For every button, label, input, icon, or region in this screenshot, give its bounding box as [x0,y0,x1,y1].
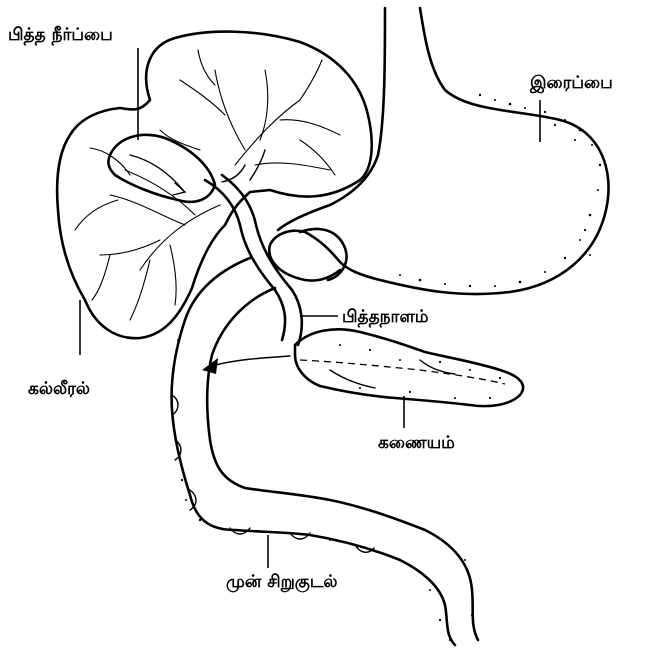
flow-arrow-line [212,356,290,366]
leader-lines [80,48,540,568]
label-bile-duct: பித்தநாளம் [342,307,429,327]
pylorus [300,229,346,280]
pancreas [295,329,523,406]
label-liver: கல்லீரல் [28,379,90,399]
label-duodenum: முன் சிறுகுடல் [226,572,337,592]
pancreas-outline [295,329,523,406]
label-stomach: இரைப்பை [529,73,613,93]
bile-duct [205,150,302,345]
flow-arrow [202,356,290,374]
bile-duct-wall-right [222,175,302,345]
label-gallbladder: பித்த நீர்ப்பை [8,25,113,45]
pancreas-stipple [339,344,501,399]
duodenum-stipple [173,339,473,641]
label-pancreas: கணையம் [378,433,455,453]
